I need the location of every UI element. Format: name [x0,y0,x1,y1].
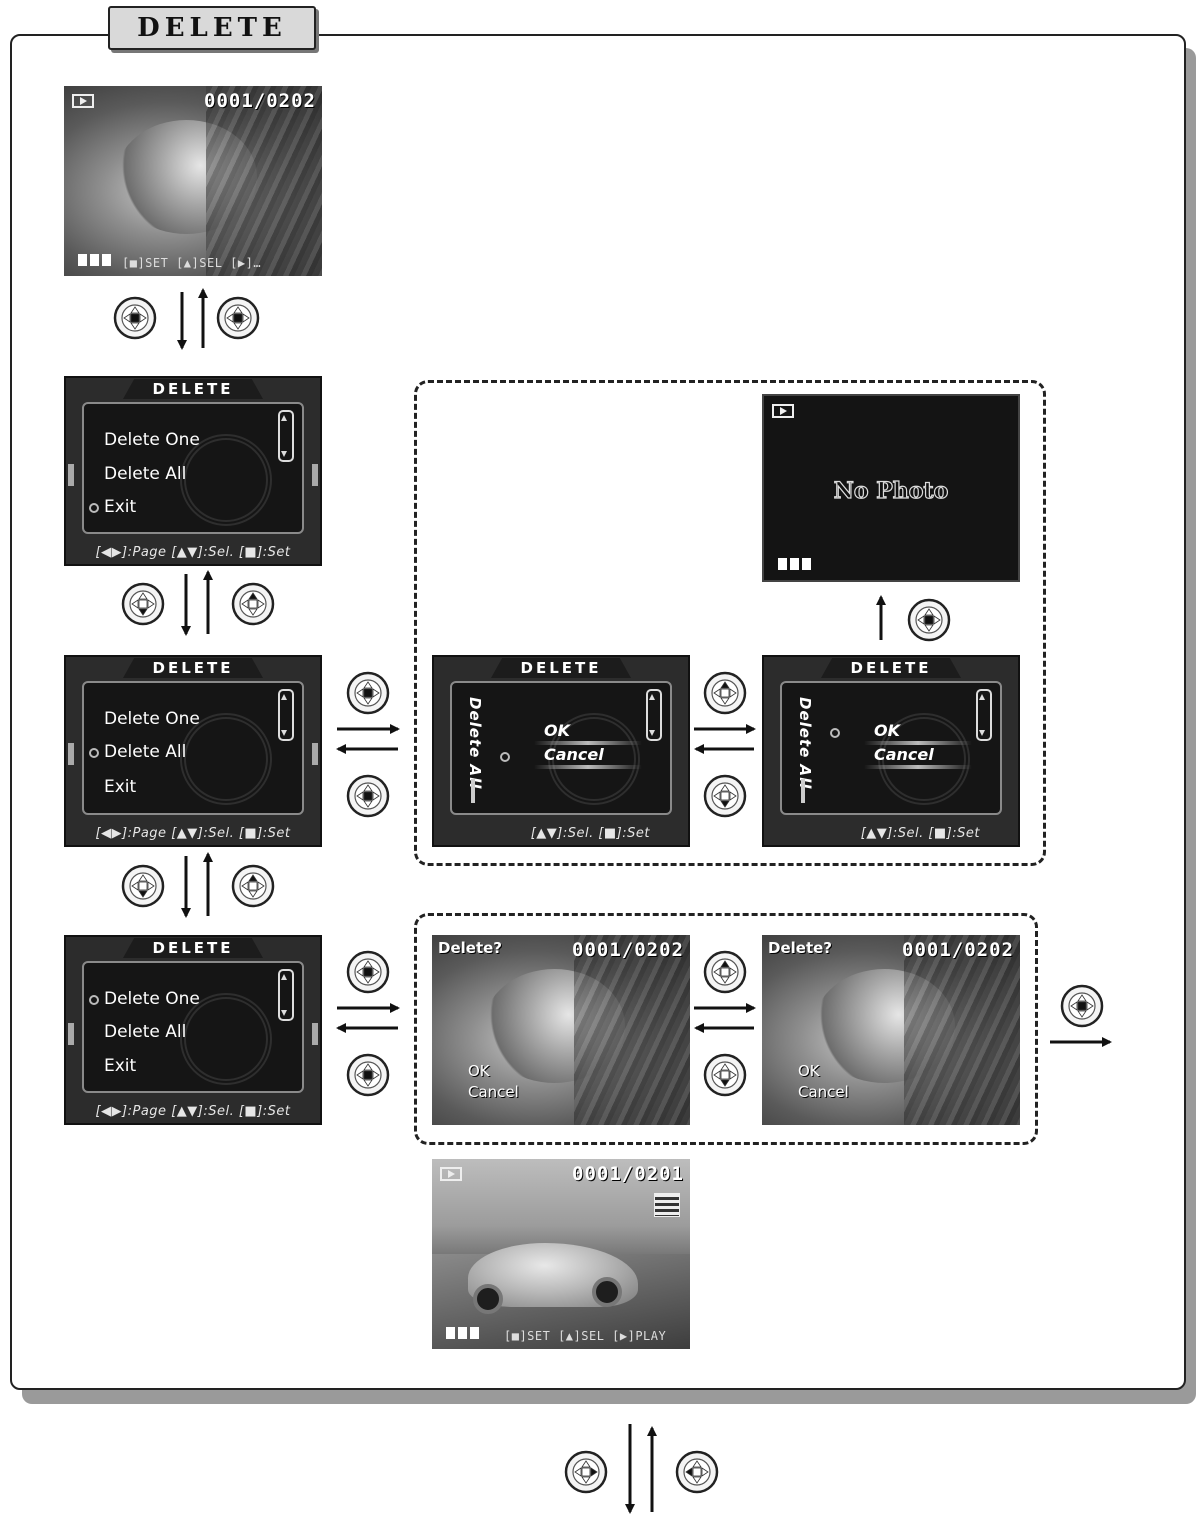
page-right-icon [312,1022,318,1045]
playback-screen: 0001/0202 [■]SET [▲]SEL [▶]… [64,86,322,276]
image-counter: 0001/0201 [572,1163,684,1185]
menu-item-delete-all[interactable]: Delete All [104,742,187,762]
option-cancel[interactable]: Cancel [874,745,934,764]
selection-marker-icon [89,995,99,1005]
image-counter: 0001/0202 [204,90,316,112]
image-counter: 0001/0202 [572,939,684,961]
page-left-icon [68,463,74,486]
playback-mode-icon [72,94,94,108]
option-underline [534,741,642,745]
option-ok[interactable]: OK [544,721,570,740]
delete-all-side-label: Delete All [466,697,484,790]
delete-menu-screen-exit: DELETE Delete One Delete All Exit [◀▶]:P… [64,376,322,566]
wheel [473,1284,504,1315]
button-hint: [■]SET [▲]SEL [▶]PLAY [504,1329,667,1343]
menu-item-delete-one[interactable]: Delete One [104,430,200,450]
section-title-text: Delete [137,13,287,43]
option-ok[interactable]: OK [798,1062,820,1080]
wheel [591,1276,622,1307]
option-cancel[interactable]: Cancel [468,1083,519,1101]
option-cancel[interactable]: Cancel [798,1083,849,1101]
option-cancel[interactable]: Cancel [544,745,604,764]
delete-one-flow-group [414,913,1038,1145]
option-underline [534,765,642,769]
option-underline [864,765,972,769]
selection-marker-icon [89,748,99,758]
dpad-right-icon [564,1450,608,1494]
battery-icon [778,558,812,570]
battery-icon [446,1327,480,1339]
option-ok[interactable]: OK [468,1062,490,1080]
delete-one-confirm-cancel: Delete? 0001/0202 OK Cancel [432,935,690,1125]
page-right-icon [312,463,318,486]
playback-mode-icon [440,1167,462,1181]
confirm-panel: Delete All OK Cancel [780,681,1002,815]
confirm-options: OK Cancel [798,1061,849,1103]
no-photo-message: No Photo [833,477,949,504]
scroll-indicator-icon [646,689,662,741]
button-hint: [■]SET [▲]SEL [▶]… [122,256,262,270]
delete-prompt: Delete? [438,939,502,957]
image-counter: 0001/0202 [902,939,1014,961]
section-title: Delete [108,6,316,50]
playback-mode-icon [772,404,794,418]
delete-all-side-label: Delete All [796,697,814,790]
selection-marker-icon [500,752,510,762]
menu-item-delete-one[interactable]: Delete One [104,989,200,1009]
menu-item-delete-all[interactable]: Delete All [104,464,187,484]
delete-prompt: Delete? [768,939,832,957]
next-image-screen: 0001/0201 [■]SET [▲]SEL [▶]PLAY [432,1159,690,1349]
menu-footer: [◀▶]:Page [▲▼]:Sel. [■]:Set [95,826,291,841]
delete-one-confirm-ok: Delete? 0001/0202 OK Cancel [762,935,1020,1125]
menu-panel: Delete One Delete All Exit [82,402,304,534]
menu-panel: Delete One Delete All Exit [82,681,304,815]
photo-background [903,935,1020,1125]
dpad-left-icon [675,1450,719,1494]
confirm-title: DELETE [821,658,961,678]
delete-all-flow-group [414,380,1046,866]
battery-icon [78,254,112,266]
delete-menu-screen-delete-one: DELETE Delete One Delete All Exit [◀▶]:P… [64,935,322,1125]
scroll-indicator-icon [278,410,294,462]
menu-item-delete-all[interactable]: Delete All [104,1022,187,1042]
selection-marker-icon [89,503,99,513]
photo-background [205,86,322,276]
menu-footer: [◀▶]:Page [▲▼]:Sel. [■]:Set [95,1104,291,1119]
delete-menu-screen-delete-all: DELETE Delete One Delete All Exit [◀▶]:P… [64,655,322,847]
page-left-icon [68,1022,74,1045]
menu-panel: Delete One Delete All Exit [82,961,304,1093]
menu-title: DELETE [123,658,263,678]
menu-item-exit[interactable]: Exit [104,1056,137,1076]
menu-item-exit[interactable]: Exit [104,497,137,517]
scroll-indicator-icon [976,689,992,741]
no-photo-screen: No Photo [762,394,1020,582]
photo-background [573,935,690,1125]
confirm-title: DELETE [491,658,631,678]
menu-title: DELETE [123,938,263,958]
side-bar [801,779,805,803]
confirm-panel: Delete All OK Cancel [450,681,672,815]
page-right-icon [312,743,318,766]
menu-item-delete-one[interactable]: Delete One [104,709,200,729]
menu-footer: [◀▶]:Page [▲▼]:Sel. [■]:Set [95,545,291,560]
delete-all-confirm-cancel: DELETE Delete All OK Cancel [▲▼]:Sel. [■… [432,655,690,847]
side-bar [471,779,475,803]
delete-all-confirm-ok: DELETE Delete All OK Cancel [▲▼]:Sel. [■… [762,655,1020,847]
option-ok[interactable]: OK [874,721,900,740]
scroll-indicator-icon [278,689,294,741]
confirm-footer: [▲▼]:Sel. [■]:Set [860,826,980,841]
menu-title: DELETE [123,379,263,399]
option-underline [864,741,972,745]
menu-item-exit[interactable]: Exit [104,777,137,797]
confirm-footer: [▲▼]:Sel. [■]:Set [530,826,650,841]
film-icon [654,1193,680,1217]
page-left-icon [68,743,74,766]
scroll-indicator-icon [278,969,294,1021]
selection-marker-icon [830,728,840,738]
confirm-options: OK Cancel [468,1061,519,1103]
